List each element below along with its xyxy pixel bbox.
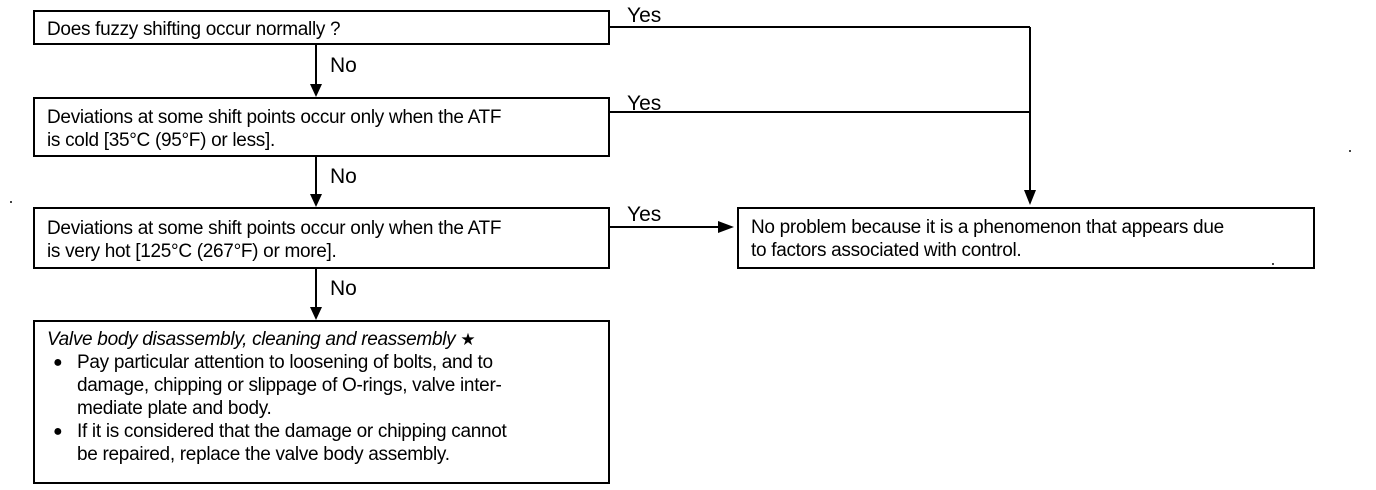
question-cold-atf-line-2: is cold [35°C (95°F) or less].: [47, 130, 275, 151]
action-bullet-1-line-3: mediate plate and body.: [77, 398, 272, 419]
action-valve-body: Valve body disassembly, cleaning and rea…: [33, 320, 610, 484]
label-yes-3: Yes: [627, 203, 662, 226]
action-bullet-1-line-1: Pay particular attention to loosening of…: [77, 352, 493, 373]
action-bullet-2-text: If it is considered that the damage or c…: [77, 420, 596, 466]
action-bullet-2: ● If it is considered that the damage or…: [47, 420, 596, 466]
action-bullet-2-line-1: If it is considered that the damage or c…: [77, 421, 507, 442]
result-no-problem-line-1: No problem because it is a phenomenon th…: [751, 217, 1224, 238]
action-bullet-1-line-2: damage, chipping or slippage of O-rings,…: [77, 375, 502, 396]
scan-speck: [1272, 263, 1274, 265]
bullet-dot-icon: ●: [53, 423, 63, 440]
question-cold-atf-line-1: Deviations at some shift points occur on…: [47, 107, 502, 128]
action-bullet-1: ● Pay particular attention to loosening …: [47, 351, 596, 420]
action-bullet-2-line-2: be repaired, replace the valve body asse…: [77, 444, 450, 465]
result-no-problem: No problem because it is a phenomenon th…: [737, 207, 1315, 269]
scan-speck: [10, 201, 12, 203]
label-no-3: No: [330, 277, 357, 300]
question-hot-atf-line-2: is very hot [125°C (267°F) or more].: [47, 241, 337, 262]
star-icon: ★: [460, 330, 476, 349]
action-bullet-1-text: Pay particular attention to loosening of…: [77, 351, 596, 420]
label-no-1: No: [330, 54, 357, 77]
action-title: Valve body disassembly, cleaning and rea…: [47, 328, 596, 351]
question-hot-atf: Deviations at some shift points occur on…: [33, 207, 610, 269]
scan-speck: [1349, 150, 1351, 152]
question-fuzzy-shifting: Does fuzzy shifting occur normally ?: [33, 10, 610, 45]
result-no-problem-line-2: to factors associated with control.: [751, 240, 1022, 261]
question-cold-atf: Deviations at some shift points occur on…: [33, 97, 610, 157]
label-yes-2: Yes: [627, 92, 662, 115]
question-fuzzy-shifting-text: Does fuzzy shifting occur normally ?: [47, 19, 341, 40]
label-no-2: No: [330, 165, 357, 188]
question-hot-atf-line-1: Deviations at some shift points occur on…: [47, 218, 502, 239]
label-yes-1: Yes: [627, 4, 662, 27]
action-title-text: Valve body disassembly, cleaning and rea…: [47, 329, 456, 350]
bullet-dot-icon: ●: [53, 354, 63, 371]
